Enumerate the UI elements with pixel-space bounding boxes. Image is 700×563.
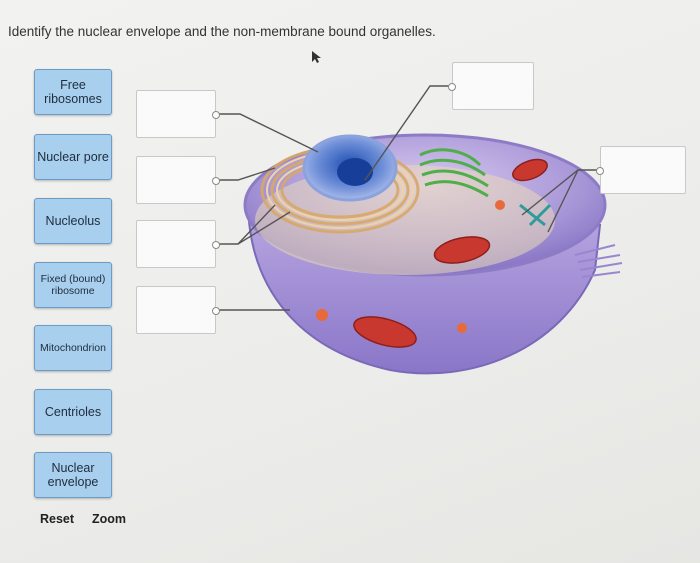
connector-knob <box>212 241 220 249</box>
drop-target-right[interactable] <box>600 146 686 194</box>
reset-button[interactable]: Reset <box>40 512 75 526</box>
leader-line-top <box>364 85 452 181</box>
centrioles-shape <box>519 203 552 227</box>
drop-target-top[interactable] <box>452 62 534 110</box>
zoom-button[interactable]: Zoom <box>92 512 127 526</box>
leader-line-right-b <box>547 169 579 233</box>
golgi-apparatus <box>419 148 489 198</box>
connector-knob <box>596 167 604 175</box>
label-mitochondrion[interactable]: Mitochondrion <box>34 325 112 371</box>
leader-line-2 <box>216 167 276 181</box>
drop-target-1[interactable] <box>136 90 216 138</box>
label-nucleolus[interactable]: Nucleolus <box>34 198 112 244</box>
connector-knob <box>212 111 220 119</box>
label-centrioles[interactable]: Centrioles <box>34 389 112 435</box>
drop-target-2[interactable] <box>136 156 216 204</box>
drop-target-3[interactable] <box>136 220 216 268</box>
connector-knob <box>448 83 456 91</box>
leader-line-3b <box>237 211 291 245</box>
label-nuclear-pore[interactable]: Nuclear pore <box>34 134 112 180</box>
label-free-ribosomes[interactable]: Free ribosomes <box>34 69 112 115</box>
mitochondria <box>353 158 548 348</box>
drop-target-4[interactable] <box>136 286 216 334</box>
question-prompt: Identify the nuclear envelope and the no… <box>8 24 436 39</box>
leader-line-1 <box>216 113 319 153</box>
label-fixed-ribosome[interactable]: Fixed (bound) ribosome <box>34 262 112 308</box>
mouse-cursor-icon <box>312 51 321 63</box>
label-nuclear-envelope[interactable]: Nuclear envelope <box>34 452 112 498</box>
connector-knob <box>212 177 220 185</box>
connector-knob <box>212 307 220 315</box>
nucleolus-shape <box>337 158 373 186</box>
